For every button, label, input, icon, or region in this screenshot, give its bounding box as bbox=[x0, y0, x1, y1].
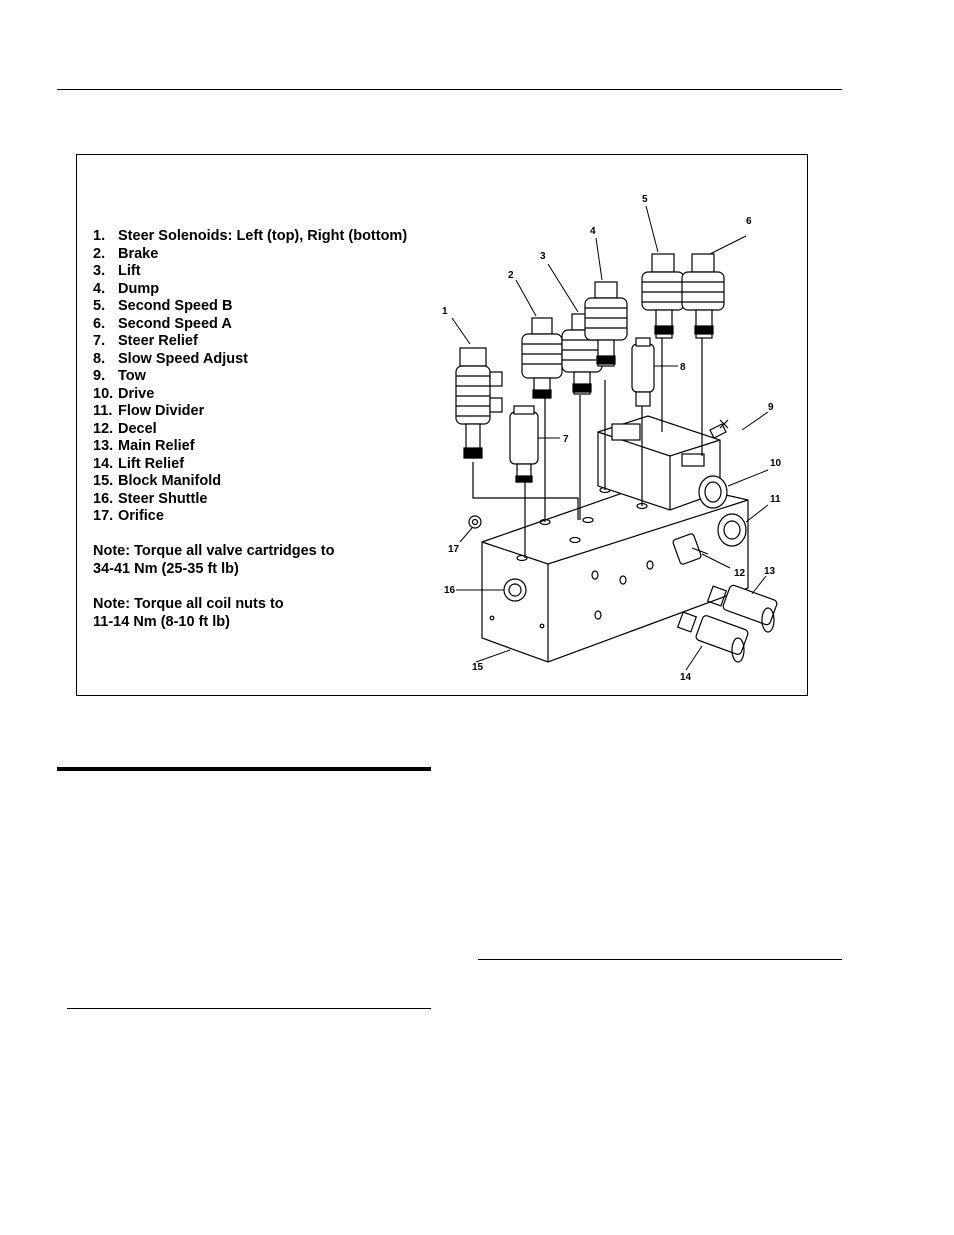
callout-5: 5 bbox=[642, 194, 648, 205]
callout-11: 11 bbox=[770, 494, 781, 505]
legend-item: 10.Drive bbox=[93, 385, 155, 402]
callout-7: 7 bbox=[563, 434, 569, 445]
callout-12: 12 bbox=[734, 568, 746, 579]
orifice bbox=[468, 515, 482, 529]
legend-item: 17.Orifice bbox=[93, 508, 164, 524]
dump-solenoid bbox=[584, 281, 628, 367]
callout-3: 3 bbox=[540, 251, 546, 262]
callout-17: 17 bbox=[448, 544, 460, 555]
drive-valve bbox=[698, 475, 728, 509]
steer-solenoid bbox=[455, 347, 503, 459]
lift-relief-valve bbox=[676, 611, 749, 663]
flow-divider bbox=[717, 513, 747, 547]
brake-solenoid bbox=[521, 317, 563, 399]
legend-label: Lift bbox=[118, 263, 141, 279]
legend-label: Decel bbox=[118, 420, 157, 437]
legend-label: Flow Divider bbox=[118, 403, 205, 419]
main-relief-valve bbox=[706, 584, 778, 633]
legend-item: 11.Flow Divider bbox=[93, 403, 205, 419]
legend-item: 13.Main Relief bbox=[93, 438, 195, 454]
section-heading-rule bbox=[57, 767, 431, 771]
legend-item: 12.Decel bbox=[93, 420, 157, 437]
callout-6: 6 bbox=[746, 216, 752, 227]
legend-item: 5.Second Speed B bbox=[93, 298, 233, 314]
legend-label: Drive bbox=[118, 385, 155, 402]
callout-1: 1 bbox=[442, 306, 448, 317]
legend-label: Steer Solenoids: Left (top), Right (bott… bbox=[118, 228, 408, 244]
legend-label: Lift Relief bbox=[118, 455, 185, 472]
legend-label: Steer Relief bbox=[118, 333, 198, 349]
legend-label: Brake bbox=[118, 245, 159, 262]
manifold-diagram: 1 2 3 4 5 6 7 8 9 10 11 12 13 14 15 16 1… bbox=[442, 194, 782, 683]
lift-solenoid bbox=[561, 313, 603, 395]
figure-frame bbox=[76, 154, 808, 696]
legend-item: 4.Dump bbox=[93, 280, 160, 297]
legend-label: Orifice bbox=[118, 508, 164, 524]
callout-15: 15 bbox=[472, 662, 484, 673]
steer-relief-valve bbox=[509, 405, 539, 483]
legend-label: Main Relief bbox=[118, 438, 195, 454]
upper-valve-body bbox=[597, 415, 729, 511]
legend-item: 7.Steer Relief bbox=[93, 333, 198, 349]
legend-label: Second Speed B bbox=[118, 298, 233, 314]
callout-leaders bbox=[451, 205, 769, 671]
torque-note-cartridges: Note: Torque all valve cartridges to 34-… bbox=[93, 543, 335, 577]
callout-10: 10 bbox=[770, 458, 782, 469]
second-speed-b-solenoid bbox=[641, 253, 685, 339]
column-rule-right bbox=[478, 959, 842, 960]
callout-4: 4 bbox=[590, 226, 596, 237]
legend-item: 2.Brake bbox=[93, 245, 159, 262]
legend-item: 3.Lift bbox=[93, 263, 141, 279]
legend-item: 6.Second Speed A bbox=[93, 315, 232, 332]
legend-item: 14.Lift Relief bbox=[93, 455, 185, 472]
legend-label: Steer Shuttle bbox=[118, 490, 208, 507]
second-speed-a-solenoid bbox=[681, 253, 725, 339]
decel-valve bbox=[672, 533, 709, 565]
legend-label: Dump bbox=[118, 280, 160, 297]
block-manifold bbox=[481, 479, 749, 663]
callout-8: 8 bbox=[680, 362, 686, 373]
callout-14: 14 bbox=[680, 672, 692, 683]
torque-note-coil-nuts: Note: Torque all coil nuts to 11-14 Nm (… bbox=[93, 596, 284, 630]
callout-9: 9 bbox=[768, 402, 774, 413]
legend-item: 16.Steer Shuttle bbox=[93, 490, 208, 507]
legend-item: 1.Steer Solenoids: Left (top), Right (bo… bbox=[93, 228, 408, 244]
header-rule bbox=[57, 89, 842, 90]
parts-legend: 1.Steer Solenoids: Left (top), Right (bo… bbox=[93, 228, 407, 526]
callout-2: 2 bbox=[508, 270, 514, 281]
callout-16: 16 bbox=[444, 585, 456, 596]
column-rule-left bbox=[67, 1008, 431, 1009]
legend-label: Tow bbox=[118, 368, 146, 384]
legend-item: 15.Block Manifold bbox=[93, 473, 222, 489]
callout-13: 13 bbox=[764, 566, 776, 577]
legend-label: Second Speed A bbox=[118, 315, 232, 332]
legend-label: Slow Speed Adjust bbox=[118, 350, 248, 367]
legend-label: Block Manifold bbox=[118, 473, 222, 489]
legend-item: 9.Tow bbox=[93, 368, 146, 384]
slow-speed-adjust-valve bbox=[631, 337, 655, 407]
legend-item: 8.Slow Speed Adjust bbox=[93, 350, 248, 367]
callout-numbers: 1 2 3 4 5 6 7 8 9 10 11 12 13 14 15 16 1… bbox=[442, 194, 782, 683]
